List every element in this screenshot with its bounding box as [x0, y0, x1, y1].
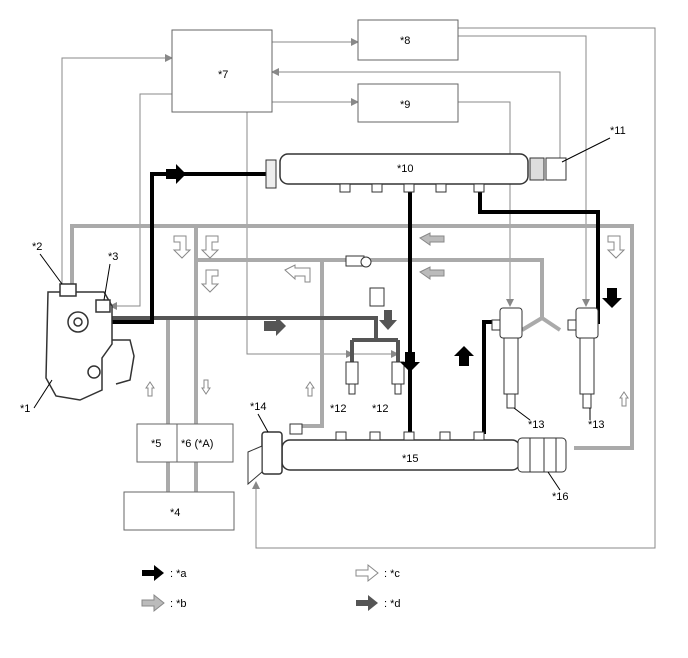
label-1: *1 — [20, 403, 30, 415]
legend-a-label: : *a — [170, 568, 187, 580]
common-rail-10 — [265, 153, 567, 193]
label-5: *5 — [151, 438, 161, 450]
dark-lines — [112, 316, 400, 362]
label-10: *10 — [397, 163, 414, 175]
leader-1 — [33, 379, 53, 409]
flow-arrows — [145, 164, 629, 407]
legend: : *a : *b : *c : *d — [141, 563, 401, 613]
fuel-tank — [123, 491, 235, 531]
label-12b: *12 — [372, 403, 389, 415]
legend-b-label: : *b — [170, 598, 187, 610]
pressure-sensor-14 — [247, 431, 283, 486]
box-9 — [357, 83, 459, 123]
injector-13-left — [491, 307, 523, 409]
box-6 — [176, 423, 234, 463]
label-12a: *12 — [330, 403, 347, 415]
label-15: *15 — [402, 453, 419, 465]
leader-11 — [561, 137, 611, 163]
leader-2 — [39, 253, 63, 285]
legend-b: : *b — [141, 593, 187, 613]
box-5 — [136, 423, 178, 463]
legend-a: : *a — [142, 565, 187, 581]
leader-14 — [257, 413, 269, 433]
leader-13a — [513, 407, 531, 421]
label-7: *7 — [218, 69, 228, 81]
box-7 — [171, 29, 273, 113]
legend-d: : *d — [356, 595, 401, 611]
label-13a: *13 — [528, 419, 545, 431]
common-rail-15 — [281, 423, 567, 473]
label-4: *4 — [170, 507, 180, 519]
box-8 — [357, 19, 459, 61]
label-8: *8 — [400, 35, 410, 47]
supply-pump-1 — [45, 283, 135, 401]
label-13b: *13 — [588, 419, 605, 431]
black-lines — [112, 172, 600, 434]
legend-d-label: : *d — [384, 598, 401, 610]
signal-lines — [61, 27, 656, 549]
nozzle-12-left — [345, 361, 359, 395]
label-6: *6 (*A) — [181, 438, 213, 450]
legend-c: : *c — [355, 563, 400, 583]
leader-16 — [547, 471, 561, 491]
leader-3 — [103, 263, 111, 301]
label-2: *2 — [32, 241, 42, 253]
label-3: *3 — [108, 251, 118, 263]
check-valve — [345, 255, 385, 307]
label-9: *9 — [400, 99, 410, 111]
legend-c-label: : *c — [384, 568, 400, 580]
injector-13-right — [567, 307, 599, 409]
label-11: *11 — [610, 125, 626, 137]
label-14: *14 — [250, 401, 267, 413]
label-16: *16 — [552, 491, 569, 503]
nozzle-12-right — [391, 361, 405, 395]
